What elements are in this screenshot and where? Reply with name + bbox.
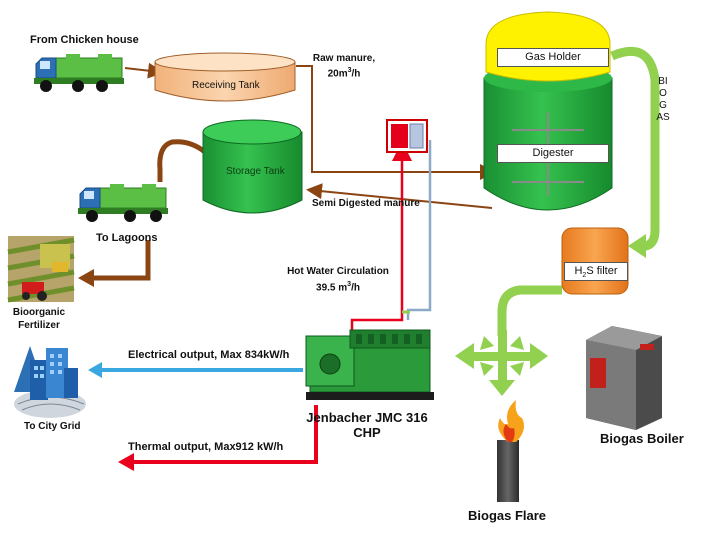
to-lagoons-label: To Lagoons: [96, 232, 158, 244]
chp-line2: CHP: [353, 425, 381, 440]
hot-water-return-pipe: [406, 140, 432, 320]
thermal-output-line: [132, 405, 318, 464]
heat-exchanger-icon: [386, 119, 428, 153]
gas-distribution-arrows: [455, 330, 548, 396]
hot-water-rate: 39.5 m: [316, 282, 348, 294]
raw-manure-label: Raw manure, 20m3/h: [308, 53, 380, 80]
biogas-letter-1: BI: [658, 76, 668, 87]
flare-icon: [497, 400, 524, 502]
h2s-tail: S filter: [586, 265, 618, 277]
biogas-letter-3: G: [659, 100, 667, 111]
lagoon-arrow-head: [78, 269, 94, 287]
biogas-boiler-label: Biogas Boiler: [600, 431, 684, 446]
hot-water-line1: Hot Water Circulation: [287, 266, 389, 277]
receiving-tank: [154, 52, 296, 102]
digester-tank: [483, 64, 613, 211]
hot-water-tail: /h: [351, 282, 360, 294]
bioorganic-line2: Fertilizer: [18, 320, 60, 331]
h2s-h: H: [574, 265, 583, 277]
electrical-output-head: [88, 362, 102, 378]
biogas-vertical-label: BI O G AS: [653, 76, 673, 124]
storage-tank-label: Storage Tank: [226, 166, 285, 177]
biogas-pipe-head: [628, 234, 646, 258]
biogas-flare-label: Biogas Flare: [468, 508, 547, 523]
from-chicken-house-label: From Chicken house: [30, 34, 139, 46]
biogas-letter-4: AS: [656, 112, 670, 123]
hot-water-sup: 3: [347, 281, 352, 288]
truck-icon: [34, 54, 124, 92]
bioorganic-line1: Bioorganic: [12, 307, 66, 318]
city-grid-icon: [14, 346, 86, 418]
to-city-grid-label: To City Grid: [24, 421, 81, 432]
lagoon-arrow: [92, 240, 151, 281]
farm-field-icon: [7, 236, 75, 303]
raw-manure-rate: 20m: [327, 68, 348, 80]
biogas-letter-2: O: [659, 88, 667, 99]
chp-label: Jenbacher JMC 316 CHP: [296, 410, 438, 440]
storage-tank: [202, 119, 303, 214]
chp-line1: Jenbacher JMC 316: [306, 410, 428, 425]
h2s-filter-label: H2S filter: [564, 262, 628, 281]
thermal-output-label: Thermal output, Max912 kW/h: [128, 441, 284, 453]
h2s-sub: 2: [582, 272, 587, 280]
hot-water-supply-pipe: [350, 141, 412, 330]
gas-holder-label: Gas Holder: [497, 48, 609, 67]
raw-manure-text: Raw manure,: [312, 53, 376, 64]
h2s-filter: [561, 227, 629, 295]
raw-manure-tail: /h: [351, 68, 361, 80]
truck-icon-lagoon: [78, 184, 168, 222]
electrical-output-label: Electrical output, Max 834kW/h: [128, 349, 290, 361]
boiler-icon: [586, 326, 662, 430]
gas-holder: [485, 11, 611, 82]
bioorganic-fertilizer-label: Bioorganic Fertilizer: [6, 306, 72, 332]
biogas-pipe: [610, 47, 660, 251]
semi-digested-label: Semi Digested manure: [312, 198, 420, 209]
h2s-to-distribution-pipe: [497, 285, 562, 336]
hot-water-label: Hot Water Circulation 39.5 m3/h: [282, 265, 394, 294]
receiving-tank-label: Receiving Tank: [192, 80, 260, 91]
digester-label: Digester: [497, 144, 609, 163]
raw-manure-sup: 3: [347, 67, 352, 74]
chp-engine-icon: [305, 329, 434, 400]
storage-to-truck-pipe: [157, 139, 207, 182]
thermal-output-head: [118, 453, 134, 471]
